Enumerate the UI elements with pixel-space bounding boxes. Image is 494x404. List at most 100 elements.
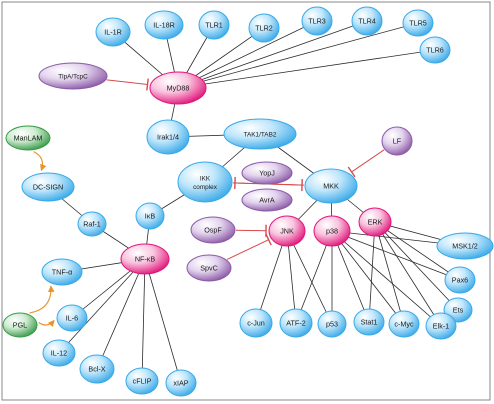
node-il12-label: IL-12 <box>51 349 67 358</box>
node-tlr1-label: TLR1 <box>205 21 223 30</box>
node-raf1: Raf-1 <box>77 211 107 237</box>
node-tlr6-shape <box>419 36 451 64</box>
node-xiap-label: xIAP <box>173 379 188 388</box>
inhibition-tlpa-myd88 <box>106 79 148 86</box>
edge-erk-pax6 <box>374 221 461 281</box>
inhibition-bar-sptc-jnk <box>265 233 272 246</box>
node-tak: TAK1/TAB2 <box>223 118 297 150</box>
node-stat1-label: Stat1 <box>361 318 378 327</box>
node-tak-label: TAK1/TAB2 <box>244 132 277 139</box>
node-irak-label: Irak1/4 <box>157 133 179 142</box>
node-lf: LF <box>381 126 413 156</box>
node-tnf: TNF-α <box>41 258 83 286</box>
node-manlam: ManLAM <box>5 125 51 151</box>
node-raf1-label: Raf-1 <box>83 220 101 229</box>
node-pgl-label: PGL <box>13 321 27 330</box>
edge-nfkb-il12 <box>58 258 146 354</box>
node-ikb-label: IκB <box>145 212 156 221</box>
node-p38-label: p38 <box>326 227 338 236</box>
node-tak-shape <box>223 118 297 150</box>
node-il12: IL-12 <box>42 339 76 367</box>
node-tlr2-label: TLR2 <box>255 24 273 33</box>
node-sptc-label: SpvC <box>200 264 218 273</box>
node-tlr1: TLR1 <box>198 10 230 40</box>
node-tlr6-label: TLR6 <box>426 46 444 55</box>
node-tlpa-shape <box>38 62 108 90</box>
edge-p38-cmyc <box>331 230 405 325</box>
node-manlam-label: ManLAM <box>14 134 43 143</box>
node-elk1-shape <box>425 312 457 340</box>
node-cjun: c-Jun <box>239 308 273 338</box>
node-p38-shape <box>313 215 351 247</box>
node-sptc-shape <box>186 254 232 282</box>
edge-myd88-tlr6 <box>177 49 436 89</box>
node-il12-shape <box>42 339 76 367</box>
node-ikb-shape <box>135 202 165 230</box>
node-tnf-shape <box>41 258 83 286</box>
node-tlr1-shape <box>198 10 230 40</box>
node-elk1: Elk-1 <box>425 312 457 340</box>
node-msk: MSK1/2 <box>436 232 494 260</box>
node-stat1: Stat1 <box>353 308 385 336</box>
node-erk-label: ERK <box>368 218 383 227</box>
node-lf-label: LF <box>393 137 402 146</box>
inhibition-bar-tlpa-myd88 <box>146 78 149 91</box>
node-erk: ERK <box>358 207 392 237</box>
node-raf1-shape <box>77 211 107 237</box>
activation-manlam-dcsign <box>33 151 47 172</box>
node-cflip-shape <box>125 367 159 395</box>
node-ikk-shape <box>177 161 233 203</box>
node-tlr5-shape <box>402 9 434 37</box>
node-bclx: Bcl-X <box>79 354 115 384</box>
node-atf2-label: ATF-2 <box>286 319 305 328</box>
node-avra: AvrA <box>241 188 293 212</box>
edge-p38-atf2 <box>295 230 333 324</box>
node-myd88-label: MyD88 <box>167 84 190 93</box>
node-cjun-label: c-Jun <box>247 319 265 328</box>
node-cmyc: c-Myc <box>388 310 420 338</box>
node-ikb: IκB <box>135 202 165 230</box>
edge-nfkb-cflip <box>141 258 146 382</box>
node-pax6-shape <box>444 266 476 294</box>
node-tlpa-label: TlpA/TcpC <box>58 74 88 81</box>
edge-erk-stat1 <box>368 221 376 323</box>
node-jnk: JNK <box>268 215 306 247</box>
node-tlr4-label: TLR4 <box>358 17 376 26</box>
node-tlr5-label: TLR5 <box>409 19 427 28</box>
node-il18r-label: IL-18R <box>153 21 175 30</box>
node-myd88-shape <box>149 71 207 105</box>
node-xiap: xIAP <box>165 369 197 397</box>
node-tlr2: TLR2 <box>248 13 280 43</box>
edge-jnk-p53 <box>286 230 333 325</box>
edge-p38-stat1 <box>331 230 370 323</box>
node-ospf-label: OspF <box>204 226 222 235</box>
node-cmyc-label: c-Myc <box>394 320 414 329</box>
node-stat1-shape <box>353 308 385 336</box>
node-cflip: cFLIP <box>125 367 159 395</box>
node-il18r-shape <box>144 10 184 40</box>
node-xiap-shape <box>165 369 197 397</box>
node-ikk-label: complex <box>193 184 218 191</box>
node-nfkb-shape <box>120 243 170 275</box>
edge-nfkb-bclx <box>96 258 146 370</box>
edge-myd88-tlr5 <box>177 22 419 89</box>
node-il1r: IL-1R <box>95 17 131 47</box>
node-yopj: YopJ <box>241 161 293 185</box>
node-tlr3: TLR3 <box>301 6 333 36</box>
node-mkk-shape <box>304 168 358 204</box>
node-tlr4-shape <box>351 6 383 36</box>
node-cmyc-shape <box>388 310 420 338</box>
node-il1r-label: IL-1R <box>104 28 122 37</box>
node-pax6-label: Pax6 <box>452 276 468 285</box>
node-tnf-label: TNF-α <box>52 268 73 277</box>
edge-erk-cmyc <box>374 221 405 325</box>
node-erk-shape <box>358 207 392 237</box>
node-tlr5: TLR5 <box>402 9 434 37</box>
node-jnk-shape <box>268 215 306 247</box>
node-nfkb-label: NF-κB <box>135 255 156 264</box>
node-myd88: MyD88 <box>149 71 207 105</box>
node-jnk-label: JNK <box>280 227 294 236</box>
node-cjun-shape <box>239 308 273 338</box>
